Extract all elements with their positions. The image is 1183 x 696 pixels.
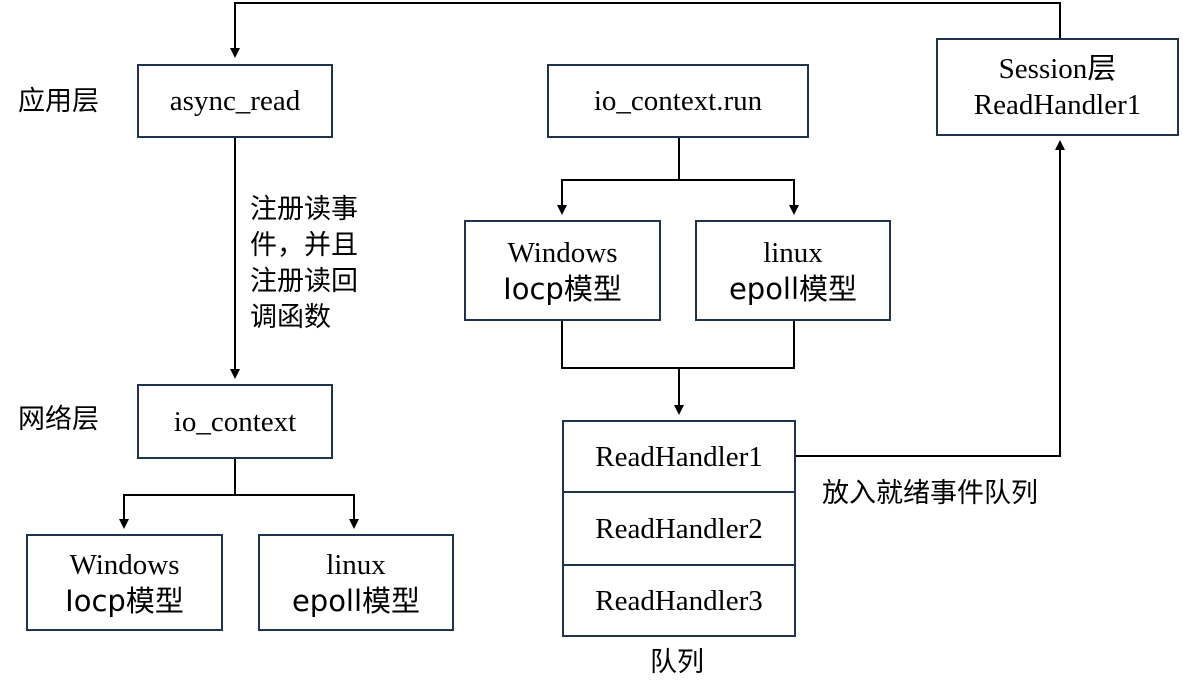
left-linux-line-1: linux (326, 548, 386, 581)
left-linux-line-2: epoll模型 (291, 583, 421, 618)
register-note: 注册读事 件，并且 注册读回 调函数 (250, 192, 358, 336)
queue-item: ReadHandler3 (564, 566, 794, 635)
io-context-label: io_context (173, 405, 297, 438)
queue-item: ReadHandler2 (564, 493, 794, 566)
async-read-label: async_read (169, 85, 301, 117)
left-linux-box: linux epoll模型 (258, 534, 454, 631)
mid-windows-line-2: Iocp模型 (503, 271, 622, 306)
session-box: Session层 ReadHandler1 (936, 38, 1179, 136)
queue-item-2-label: ReadHandler2 (595, 512, 763, 545)
register-note-line-2: 件，并且 (250, 230, 358, 261)
left-windows-line-1: Windows (69, 548, 180, 581)
register-note-line-3: 注册读回 (250, 266, 358, 297)
mid-windows-box: Windows Iocp模型 (464, 220, 661, 321)
queue-caption: 队列 (650, 647, 704, 678)
queue-item: ReadHandler1 (564, 422, 794, 493)
session-name: Session层 (998, 53, 1117, 85)
io-context-run-label: io_context.run (593, 85, 763, 117)
left-windows-box: Windows Iocp模型 (26, 534, 223, 631)
mid-linux-line-1: linux (763, 236, 823, 269)
session-line-2: ReadHandler1 (973, 89, 1142, 121)
session-line-1: Session层 (999, 51, 1117, 87)
io-context-box: io_context (137, 384, 333, 459)
connector-run-split (562, 137, 680, 181)
mid-windows-line-1: Windows (507, 236, 618, 269)
mid-linux-box: linux epoll模型 (695, 220, 891, 321)
connector-merge-to-queue (561, 320, 795, 369)
queue-item-1-label: ReadHandler1 (595, 440, 763, 473)
layer-label-app: 应用层 (18, 86, 99, 117)
queue-item-3-label: ReadHandler3 (595, 584, 763, 617)
arrow-queue-to-session (795, 140, 1065, 457)
register-note-line-1: 注册读事 (250, 194, 358, 225)
left-windows-line-2: Iocp模型 (65, 583, 184, 618)
mid-linux-line-2: epoll模型 (728, 271, 858, 306)
connector-io-context-split (124, 458, 236, 496)
async-read-box: async_read (137, 64, 333, 138)
layer-label-network: 网络层 (18, 404, 99, 435)
io-context-run-box: io_context.run (547, 64, 809, 138)
connector-io-context-right (235, 494, 355, 496)
ready-queue-note: 放入就绪事件队列 (822, 478, 1038, 509)
queue-box: ReadHandler1 ReadHandler2 ReadHandler3 (562, 420, 796, 637)
arrow-session-to-async-read (230, 2, 1061, 58)
register-note-line-4: 调函数 (250, 302, 331, 333)
